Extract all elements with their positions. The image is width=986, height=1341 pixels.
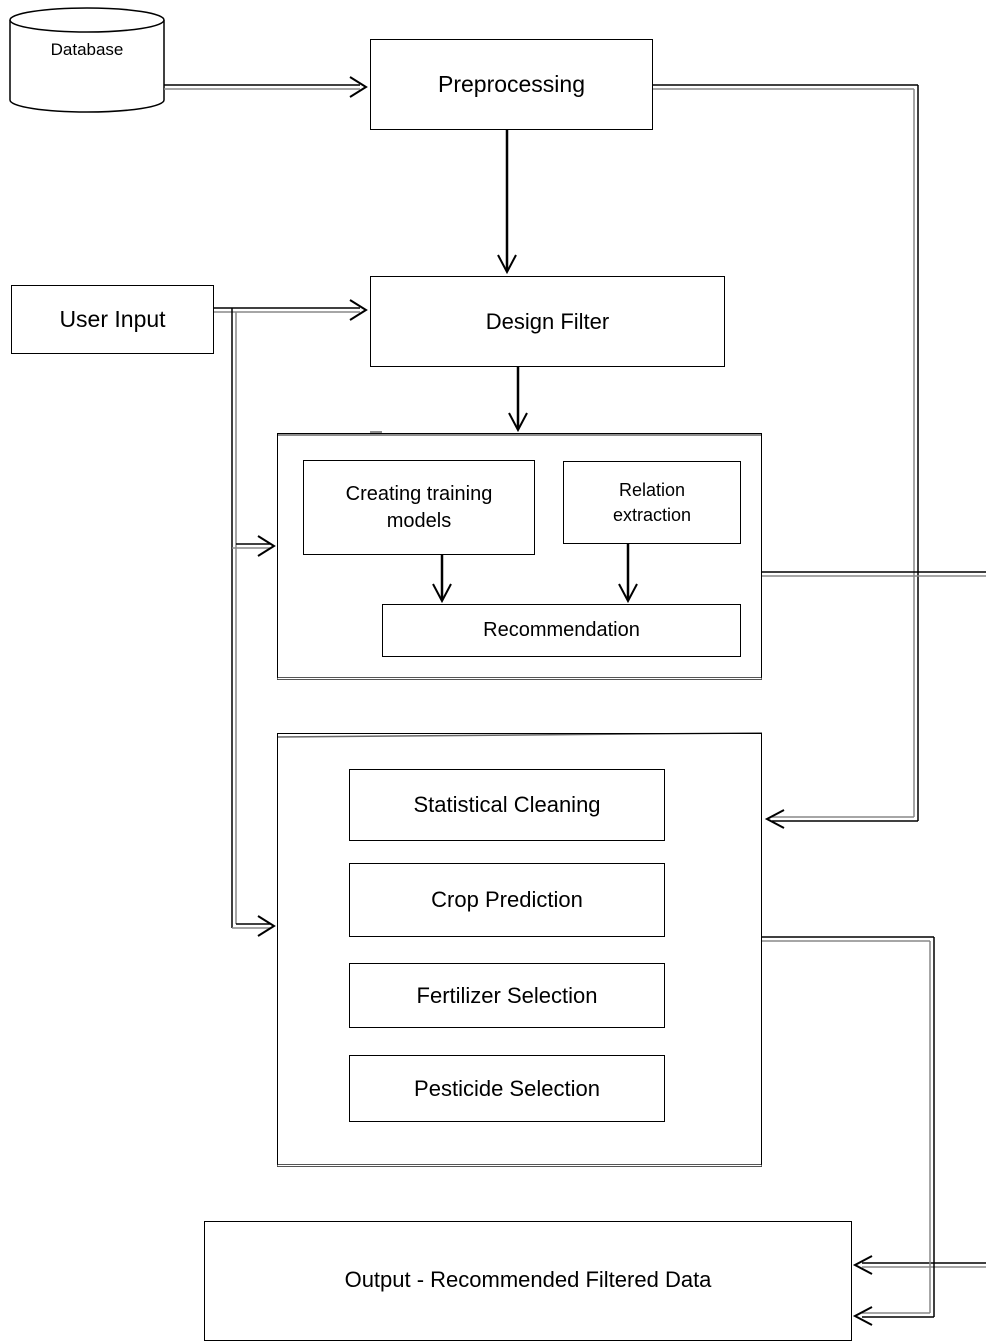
preprocessing-box: Preprocessing — [370, 39, 653, 130]
pesticide-selection-box: Pesticide Selection — [349, 1055, 665, 1122]
design-filter-box: Design Filter — [370, 276, 725, 367]
crop-prediction-box: Crop Prediction — [349, 863, 665, 937]
output-label: Output - Recommended Filtered Data — [344, 1267, 712, 1292]
database-cylinder — [9, 7, 165, 113]
user-input-branch-connector — [231, 308, 276, 937]
database-label: Database — [50, 40, 124, 59]
crop-prediction-label: Crop Prediction — [431, 887, 583, 913]
relation-extraction-to-recommendation-arrow — [618, 544, 638, 604]
design-filter-label: Design Filter — [485, 308, 610, 334]
fertilizer-selection-box: Fertilizer Selection — [349, 963, 665, 1028]
training-block-to-output-connector — [762, 571, 986, 1275]
relation-extraction-label: Relation extraction — [612, 480, 692, 525]
user-input-box: User Input — [11, 285, 214, 354]
analysis-block-to-output-connector — [762, 936, 935, 1326]
recommendation-box: Recommendation — [382, 604, 741, 657]
statistical-cleaning-box: Statistical Cleaning — [349, 769, 665, 841]
preprocessing-to-analysis-connector — [653, 84, 919, 829]
creating-training-models-box: Creating training models — [303, 460, 535, 555]
output-box: Output - Recommended Filtered Data — [204, 1221, 852, 1341]
training-block-top-edge — [277, 431, 762, 436]
creating-training-models-label: Creating training models — [345, 482, 493, 532]
pesticide-selection-label: Pesticide Selection — [414, 1075, 600, 1101]
design-filter-to-training-block-arrow — [508, 367, 528, 433]
database-to-preprocessing-connector — [164, 76, 368, 98]
recommendation-label: Recommendation — [483, 619, 640, 641]
analysis-block-container — [277, 733, 762, 1167]
preprocessing-label: Preprocessing — [437, 70, 586, 97]
statistical-cleaning-label: Statistical Cleaning — [413, 792, 601, 818]
training-block-container — [277, 433, 762, 680]
training-models-to-recommendation-arrow — [432, 555, 452, 604]
user-input-label: User Input — [59, 305, 166, 332]
relation-extraction-box: Relation extraction — [563, 461, 741, 544]
fertilizer-selection-label: Fertilizer Selection — [416, 982, 598, 1008]
preprocessing-to-design-filter-arrow — [497, 130, 517, 275]
user-input-to-design-filter-connector — [214, 299, 368, 321]
